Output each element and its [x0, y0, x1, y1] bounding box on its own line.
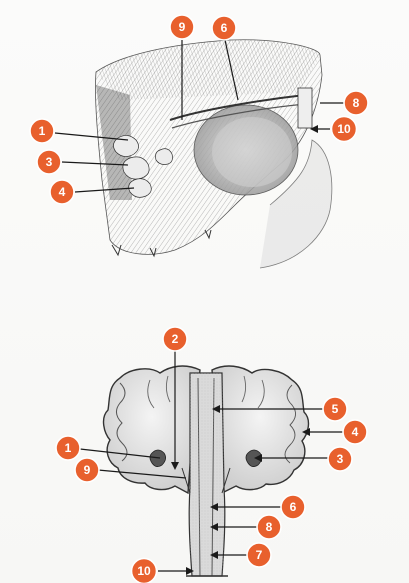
marker-bottom-8-label: 8 — [266, 520, 273, 534]
marker-bottom-2: 2 — [163, 327, 187, 351]
marker-top-10-label: 10 — [337, 122, 351, 136]
marker-top-4: 4 — [50, 180, 74, 204]
marker-top-4-label: 4 — [59, 185, 66, 199]
marker-bottom-4: 4 — [343, 420, 367, 444]
figure-bottom-anatomical-illustration: 2 5 4 1 3 9 6 — [0, 318, 409, 583]
marker-bottom-8: 8 — [257, 515, 281, 539]
marker-bottom-6: 6 — [281, 495, 305, 519]
figure-top-anatomical-illustration: 9 6 8 10 1 3 4 — [0, 0, 409, 290]
marker-bottom-10-label: 10 — [137, 564, 151, 578]
marker-bottom-7: 7 — [247, 543, 271, 567]
marker-bottom-7-label: 7 — [256, 548, 263, 562]
marker-top-9-label: 9 — [179, 20, 186, 34]
marker-top-9: 9 — [170, 15, 194, 39]
marker-bottom-5-label: 5 — [332, 402, 339, 416]
bottom-tissue — [104, 366, 309, 576]
figure-bottom-svg: 2 5 4 1 3 9 6 — [0, 318, 409, 583]
figure-top-svg: 9 6 8 10 1 3 4 — [0, 0, 409, 290]
marker-top-6: 6 — [212, 16, 236, 40]
marker-bottom-6-label: 6 — [290, 500, 297, 514]
marker-bottom-9-label: 9 — [84, 463, 91, 477]
marker-bottom-9: 9 — [75, 458, 99, 482]
marker-top-3: 3 — [37, 150, 61, 174]
marker-bottom-3-label: 3 — [337, 452, 344, 466]
marker-bottom-4-label: 4 — [352, 425, 359, 439]
marker-bottom-5: 5 — [323, 397, 347, 421]
marker-top-1-label: 1 — [39, 124, 46, 138]
marker-bottom-1: 1 — [56, 436, 80, 460]
marker-top-10: 10 — [332, 117, 357, 142]
marker-bottom-1-label: 1 — [65, 441, 72, 455]
marker-top-8: 8 — [344, 91, 368, 115]
marker-top-6-label: 6 — [221, 21, 228, 35]
top-tissue-mass — [95, 40, 331, 268]
marker-top-8-label: 8 — [353, 96, 360, 110]
marker-bottom-2-label: 2 — [172, 332, 179, 346]
marker-top-1: 1 — [30, 119, 54, 143]
marker-bottom-3: 3 — [328, 447, 352, 471]
marker-top-3-label: 3 — [46, 155, 53, 169]
marker-bottom-10: 10 — [132, 559, 157, 583]
